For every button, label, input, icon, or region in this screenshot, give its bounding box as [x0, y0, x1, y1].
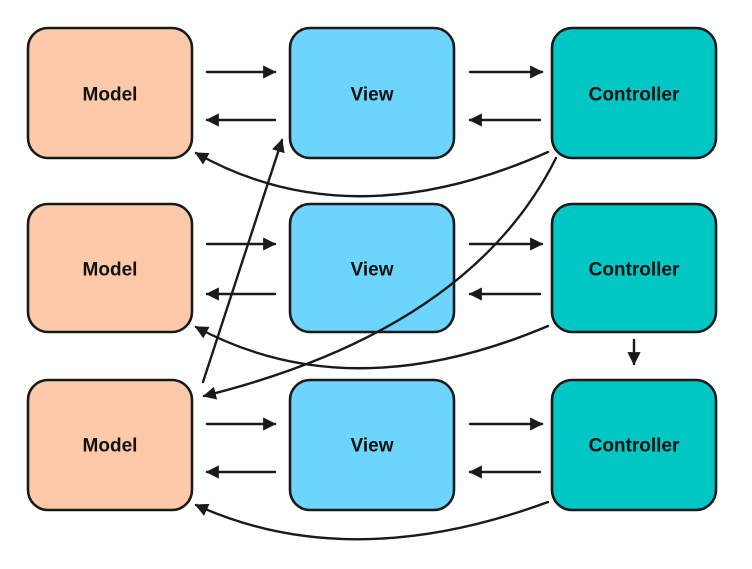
row-2: Model View Controller	[26, 202, 718, 334]
arrow-controller1-to-model3	[202, 156, 558, 400]
arrows-row-2	[194, 237, 550, 370]
arrow-controller-to-model-1	[194, 150, 550, 198]
arrow-controller-to-model-2	[194, 324, 550, 370]
row-3: Model View Controller	[26, 378, 718, 512]
view-label-2: View	[351, 260, 394, 281]
controller-box-2	[550, 202, 718, 334]
model-label-2: Model	[83, 260, 138, 281]
view-box-2	[288, 202, 456, 334]
cross-row-arrows	[201, 138, 641, 400]
arrow-model3-to-view1	[201, 138, 285, 384]
view-label-3: View	[351, 436, 394, 457]
arrows-row-3	[194, 417, 550, 541]
row-1: Model View Controller	[26, 26, 718, 160]
model-label-3: Model	[83, 436, 138, 457]
model-box-1	[26, 26, 194, 160]
arrow-controller-to-model-3	[194, 500, 550, 541]
view-box-1	[288, 26, 456, 160]
model-box-2	[26, 202, 194, 334]
controller-box-1	[550, 26, 718, 160]
model-label-1: Model	[83, 85, 138, 106]
controller-label-2: Controller	[589, 260, 680, 281]
controller-label-3: Controller	[589, 436, 680, 457]
model-box-3	[26, 378, 194, 512]
controller-label-1: Controller	[589, 85, 680, 106]
view-label-1: View	[351, 85, 394, 106]
arrows-row-1	[194, 65, 550, 198]
controller-box-3	[550, 378, 718, 512]
view-box-3	[288, 378, 456, 512]
